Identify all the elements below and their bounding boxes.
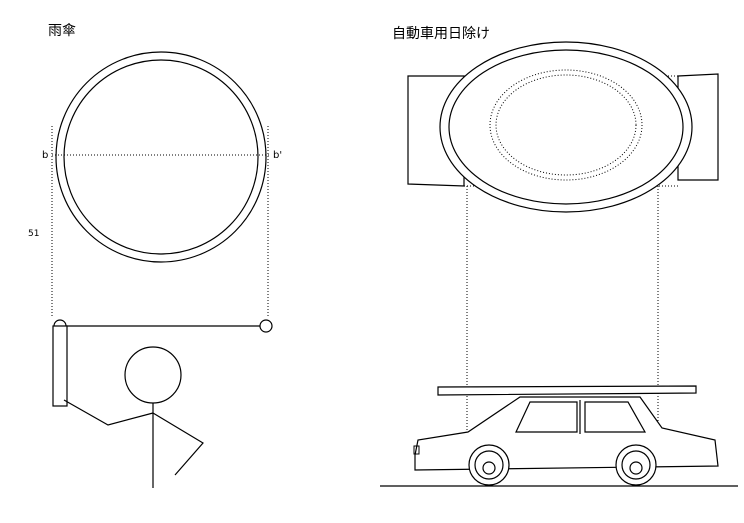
label-51: 51 (28, 229, 39, 239)
car-wheel-front-rim (474, 450, 504, 480)
label-b: b (42, 150, 48, 161)
cabin-dotted-outer (489, 69, 643, 181)
car-wheel-front-hub (482, 461, 496, 475)
car-window-rear (584, 401, 647, 433)
umbrella-canopy-outer (55, 51, 267, 263)
sunshade-inner (448, 49, 684, 205)
car-window-front (515, 401, 578, 433)
car-side-body (414, 396, 719, 471)
umbrella-tip-right (259, 319, 273, 333)
cabin-dotted-inner (495, 74, 637, 176)
car-headlight (413, 445, 420, 455)
label-b-prime: b' (273, 150, 282, 161)
car-sunshade-title: 自動車用日除け (392, 25, 490, 42)
umbrella-canopy-inner (63, 59, 259, 255)
person-head (124, 346, 182, 404)
umbrella-title: 雨傘 (48, 23, 76, 39)
umbrella-handle (52, 325, 68, 407)
umbrella-panel: 雨傘 b b' 51 (28, 23, 282, 488)
sunshade-side-plate (437, 385, 697, 396)
person-arm-right (152, 412, 204, 476)
car-wheel-rear-hub (629, 461, 643, 475)
car-wheel-rear-rim (621, 450, 651, 480)
car-sunshade-panel: 自動車用日除け (380, 25, 738, 487)
person-arm-left (63, 399, 154, 426)
sunshade-outer (439, 41, 693, 213)
